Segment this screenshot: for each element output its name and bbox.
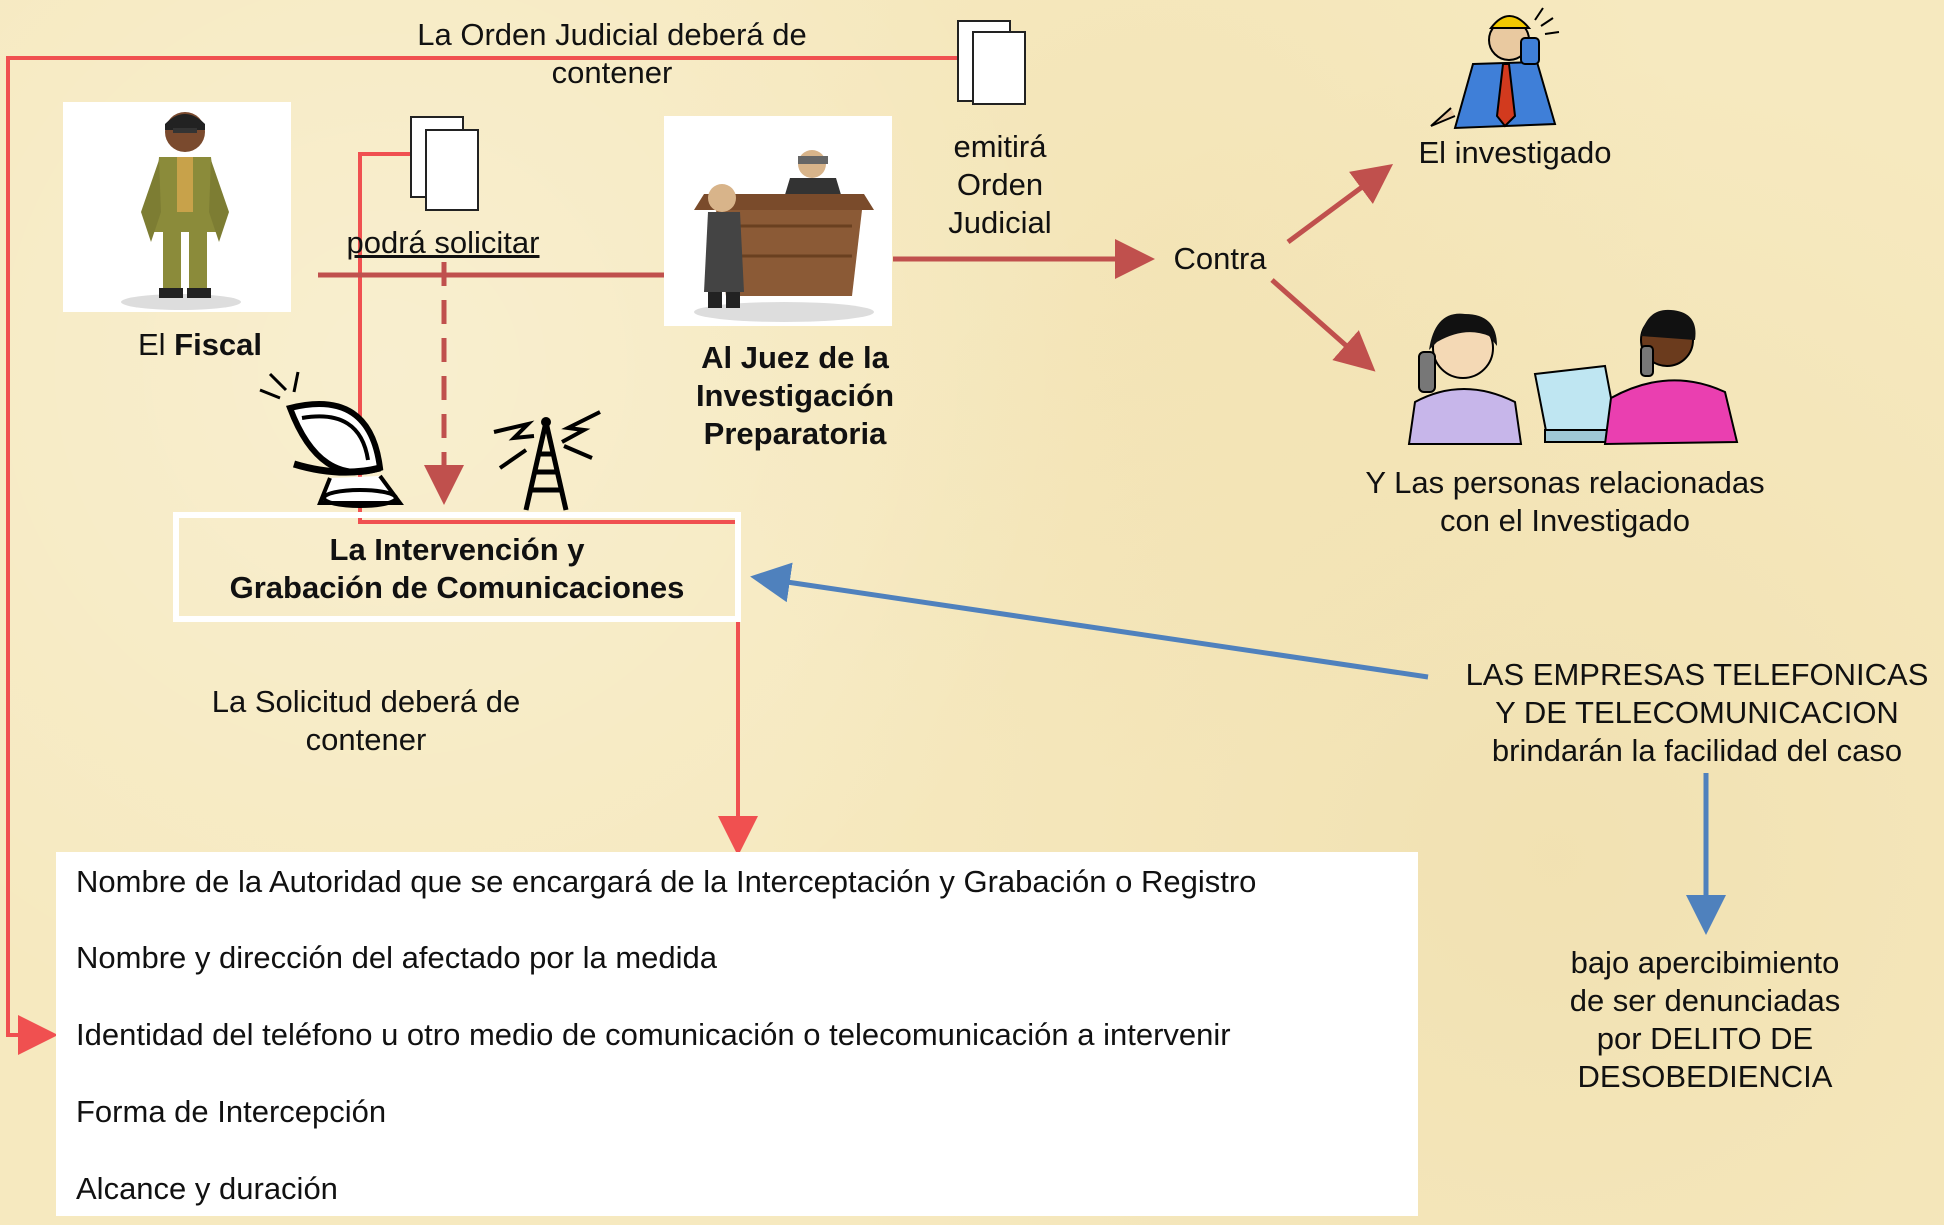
podra-solicitar-text: podrá solicitar <box>346 225 540 260</box>
fiscal-image <box>63 102 291 312</box>
intervencion-box <box>173 512 741 622</box>
fiscal-label-bold: Fiscal <box>174 327 263 362</box>
women-on-phone-icon <box>1407 309 1739 446</box>
documents-top-icon <box>957 20 1026 105</box>
fiscal-label: El Fiscal <box>120 326 280 364</box>
empresas-text: LAS EMPRESAS TELEFONICAS Y DE TELECOMUNI… <box>1465 657 1929 768</box>
solicitud-connector <box>358 152 758 856</box>
contra-to-personas-arrow <box>1270 278 1376 372</box>
list-item: Nombre de la Autoridad que se encargará … <box>76 864 1257 899</box>
list-item: Alcance y duración <box>76 1171 338 1206</box>
fiscal-label-prefix: El <box>137 327 175 362</box>
requirements-box: Nombre de la Autoridad que se encargará … <box>56 852 1418 1216</box>
solicitud-text: La Solicitud deberá de contener <box>211 684 521 757</box>
list-item: Nombre y dirección del afectado por la m… <box>76 940 718 975</box>
juez-label: Al Juez de la Investigación Preparatoria <box>695 340 895 451</box>
orden-contener-text: La Orden Judicial deberá de contener <box>417 17 807 90</box>
empresas-to-intervencion-arrow <box>750 562 1429 680</box>
investigado-label: El investigado <box>1418 135 1612 170</box>
list-item: Forma de Intercepción <box>76 1094 387 1129</box>
contra-text: Contra <box>1173 241 1267 276</box>
orden-connector <box>6 56 958 1055</box>
emitira-orden-text: emitirá Orden Judicial <box>948 129 1052 240</box>
radio-antenna-icon <box>493 410 601 511</box>
juez-image <box>664 116 892 326</box>
contra-to-investigado-arrow <box>1286 164 1394 245</box>
documents-mid-icon <box>410 116 479 211</box>
personas-label: Y Las personas relacionadas con el Inves… <box>1365 465 1765 538</box>
judge-bench-icon <box>694 150 874 322</box>
satellite-dish-icon <box>259 371 404 508</box>
apercibimiento-text: bajo apercibimiento de ser denunciadas p… <box>1569 945 1841 1094</box>
list-item: Identidad del teléfono u otro medio de c… <box>76 1017 1231 1052</box>
intervencion-label: La Intervención y Grabación de Comunicac… <box>229 532 685 605</box>
prosecutor-figure-icon <box>121 112 241 310</box>
man-on-phone-icon <box>1430 7 1560 130</box>
